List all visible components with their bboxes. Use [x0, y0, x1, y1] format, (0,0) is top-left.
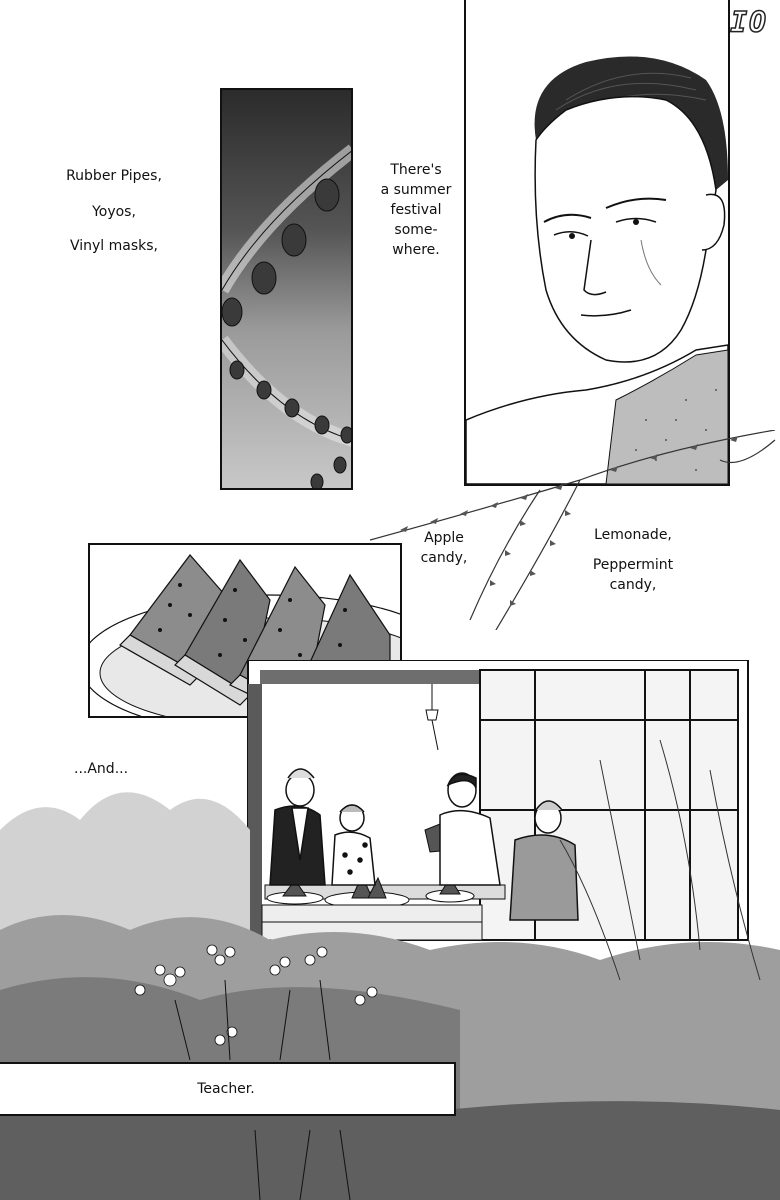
caption-rubber-pipes: Rubber Pipes,	[66, 168, 162, 184]
panel-man-portrait	[464, 0, 730, 486]
caption-line: candy,	[420, 550, 468, 566]
garden-house-scene	[0, 660, 780, 1200]
panel-lanterns	[220, 88, 353, 490]
caption-vinyl-masks: Vinyl masks,	[69, 238, 159, 254]
caption-peppermint-candy: Peppermint candy,	[580, 555, 686, 595]
caption-line: a summer	[380, 182, 452, 198]
caption-box-teacher: Teacher.	[0, 1062, 456, 1116]
caption-line: festival	[390, 202, 442, 218]
caption-line: candy,	[609, 577, 657, 593]
caption-yoyos: Yoyos,	[92, 204, 136, 220]
caption-lemonade: Lemonade,	[594, 527, 672, 543]
caption-line: some-	[394, 222, 438, 238]
caption-summer-festival: There's a summer festival some- where.	[366, 160, 466, 260]
man-portrait-illustration	[466, 56, 728, 484]
caption-and: ...And...	[74, 761, 129, 777]
caption-line: Peppermint	[592, 557, 674, 573]
caption-line: where.	[392, 242, 440, 258]
willow-branch-decoration	[369, 430, 776, 630]
lanterns-illustration	[222, 90, 351, 488]
caption-line: Apple	[424, 530, 464, 546]
caption-teacher: Teacher.	[197, 1081, 255, 1097]
caption-line: There's	[390, 162, 442, 178]
caption-apple-candy: Apple candy,	[412, 528, 476, 568]
